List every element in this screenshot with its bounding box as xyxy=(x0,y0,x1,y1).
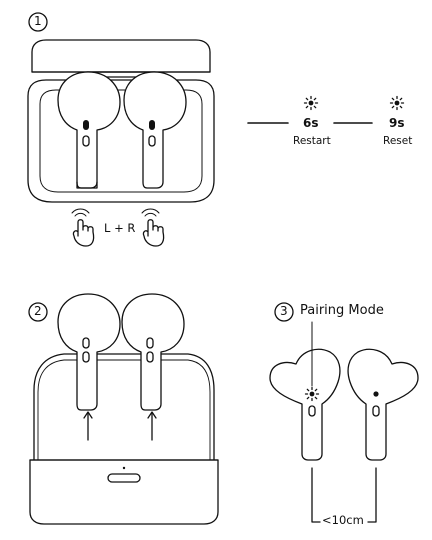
touch-label: L + R xyxy=(104,221,136,235)
step1-case xyxy=(27,39,215,203)
timeline-label-restart: Restart xyxy=(293,135,331,147)
step3-distance-bracket xyxy=(311,467,377,523)
light-icon xyxy=(389,95,405,111)
timeline-label-reset: Reset xyxy=(383,135,413,147)
step1-right-earbud xyxy=(123,71,187,189)
timeline-time-reset: 9s xyxy=(389,116,405,130)
step3-number: 3 xyxy=(280,304,288,318)
light-icon xyxy=(303,95,319,111)
distance-label: <10cm xyxy=(322,513,364,527)
step3-left-light-icon xyxy=(304,386,320,402)
right-finger-tap-icon xyxy=(141,208,165,247)
step1-timeline xyxy=(247,95,405,124)
pairing-mode-title: Pairing Mode xyxy=(300,303,384,318)
step2-number-badge xyxy=(28,302,48,322)
step2-number: 2 xyxy=(34,304,42,318)
step2-left-earbud xyxy=(57,293,121,411)
step3-number-badge xyxy=(274,302,294,322)
step1-number-badge xyxy=(28,12,48,32)
left-finger-tap-icon xyxy=(71,208,95,247)
step2-right-earbud xyxy=(121,293,185,411)
step3-right-earbud xyxy=(347,348,419,461)
step2-case xyxy=(29,353,219,525)
step3-left-earbud xyxy=(269,348,341,461)
step1-number: 1 xyxy=(34,14,42,28)
timeline-time-restart: 6s xyxy=(303,116,319,130)
step1-left-earbud xyxy=(57,71,121,189)
step2-up-arrows xyxy=(83,411,157,441)
